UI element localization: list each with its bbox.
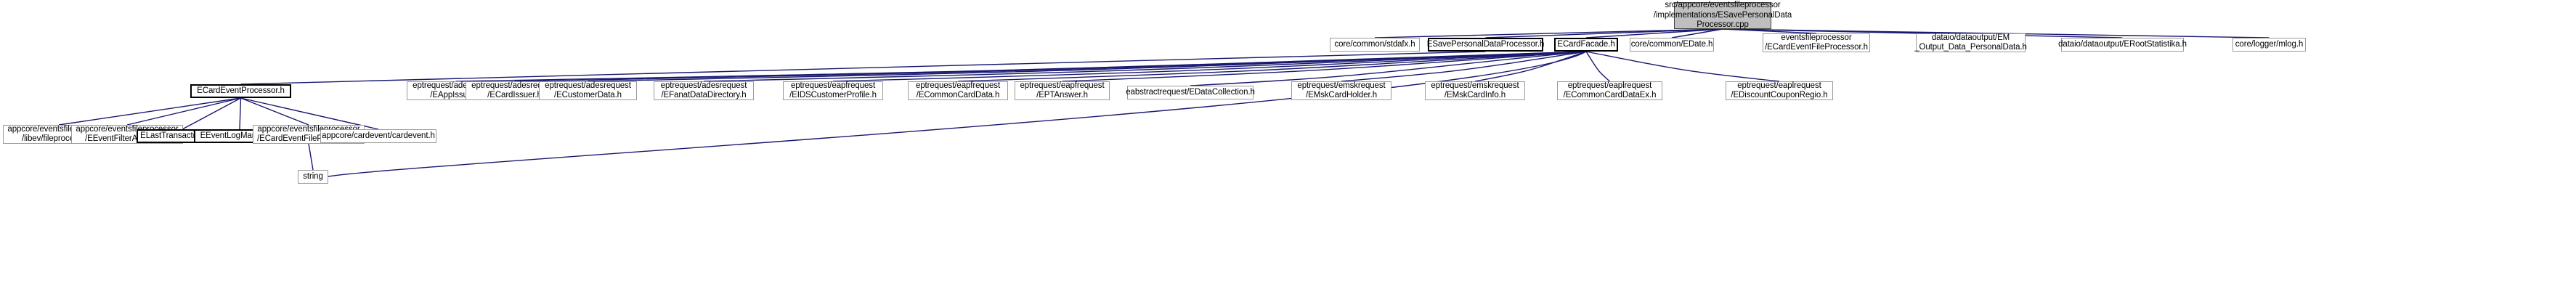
edge-ecardf-to-efanat: [703, 51, 1587, 82]
graph-node-eidscust[interactable]: eptrequest/eapfrequest /EIDSCustomerProf…: [783, 81, 883, 100]
edge-root-to-esavep: [1485, 28, 1723, 38]
edge-ecardf-to-emskinfo: [1474, 51, 1587, 82]
graph-node-ecustomer[interactable]: eptrequest/adesrequest /ECustomerData.h: [539, 81, 637, 100]
edge-ecardevp-to-elasttx: [182, 97, 241, 130]
graph-node-stdafx[interactable]: core/common/stdafx.h: [1330, 38, 1420, 52]
edge-root-to-ecardf: [1585, 28, 1723, 38]
graph-node-corelog[interactable]: core/logger/mlog.h: [2232, 38, 2306, 52]
graph-node-erootstat[interactable]: dataio/dataoutput/ERootStatistika.h: [2058, 38, 2187, 52]
edge-ecardf-to-string: [328, 51, 1587, 177]
edge-ecardf-to-ecustomer: [588, 51, 1587, 82]
graph-node-eptanswer[interactable]: eptrequest/eapfrequest /EPTAnswer.h: [1015, 81, 1110, 100]
edge-ecardevp-to-ecardevfp2: [240, 97, 309, 126]
graph-node-ecardf[interactable]: ECardFacade.h: [1554, 38, 1618, 52]
edge-root-to-stdafx: [1374, 28, 1723, 38]
graph-node-root[interactable]: src/appcore/eventsfileprocessor /impleme…: [1653, 1, 1792, 30]
edge-ecardevp-to-eevlogmgr: [239, 97, 242, 130]
edge-ecardf-to-ecommon: [957, 51, 1587, 82]
graph-node-ecardevfp[interactable]: eventsfileprocessor /ECardEventFileProce…: [1763, 33, 1870, 52]
graph-node-efanat[interactable]: eptrequest/adesrequest /EFanatDataDirect…: [654, 81, 754, 100]
graph-node-ecommonex[interactable]: eptrequest/eaplrequest /ECommonCardDataE…: [1557, 81, 1662, 100]
graph-node-ecommon[interactable]: eptrequest/eapfrequest /ECommonCardData.…: [908, 81, 1008, 100]
edge-ecardf-to-ecardissuer: [514, 51, 1587, 82]
edge-ecardevfp2-to-string: [308, 143, 314, 171]
graph-node-edatacoll[interactable]: eabstractrequest/EDataCollection.h: [1126, 86, 1255, 99]
graph-node-esavep[interactable]: ESavePersonalDataProcessor.h: [1427, 38, 1544, 52]
edge-ecardf-to-eptanswer: [1062, 51, 1587, 82]
edge-ecardf-to-eappissuer: [455, 51, 1587, 82]
graph-node-edisc[interactable]: eptrequest/eaplrequest /EDiscountCouponR…: [1726, 81, 1833, 100]
graph-node-emskinfo[interactable]: eptrequest/emskrequest /EMskCardInfo.h: [1425, 81, 1525, 100]
graph-node-string[interactable]: string: [298, 170, 328, 184]
edge-ecardf-to-edatacoll: [1190, 51, 1587, 86]
edge-ecardf-to-edisc: [1585, 51, 1780, 82]
graph-node-ecardevp[interactable]: ECardEventProcessor.h: [190, 84, 291, 98]
graph-node-cardevent[interactable]: appcore/cardevent/cardevent.h: [320, 129, 436, 143]
graph-node-edate[interactable]: core/common/EDate.h: [1630, 38, 1714, 52]
edge-ecardf-to-ecommonex: [1585, 51, 1610, 82]
edge-ecardevp-to-eevfilter: [126, 97, 241, 126]
edge-root-to-edate: [1671, 28, 1723, 38]
graph-node-emskcard[interactable]: eptrequest/emskrequest /EMskCardHolder.h: [1291, 81, 1391, 100]
edge-esavep-to-ecardevp: [240, 51, 1486, 85]
edge-ecardf-to-eidscust: [832, 51, 1587, 82]
edge-ecardevp-to-libevfp: [58, 97, 241, 126]
edge-ecardf-to-emskcard: [1341, 51, 1587, 82]
graph-node-emoutput[interactable]: dataio/dataoutput/EM _Output_Data_Person…: [1914, 33, 2027, 52]
